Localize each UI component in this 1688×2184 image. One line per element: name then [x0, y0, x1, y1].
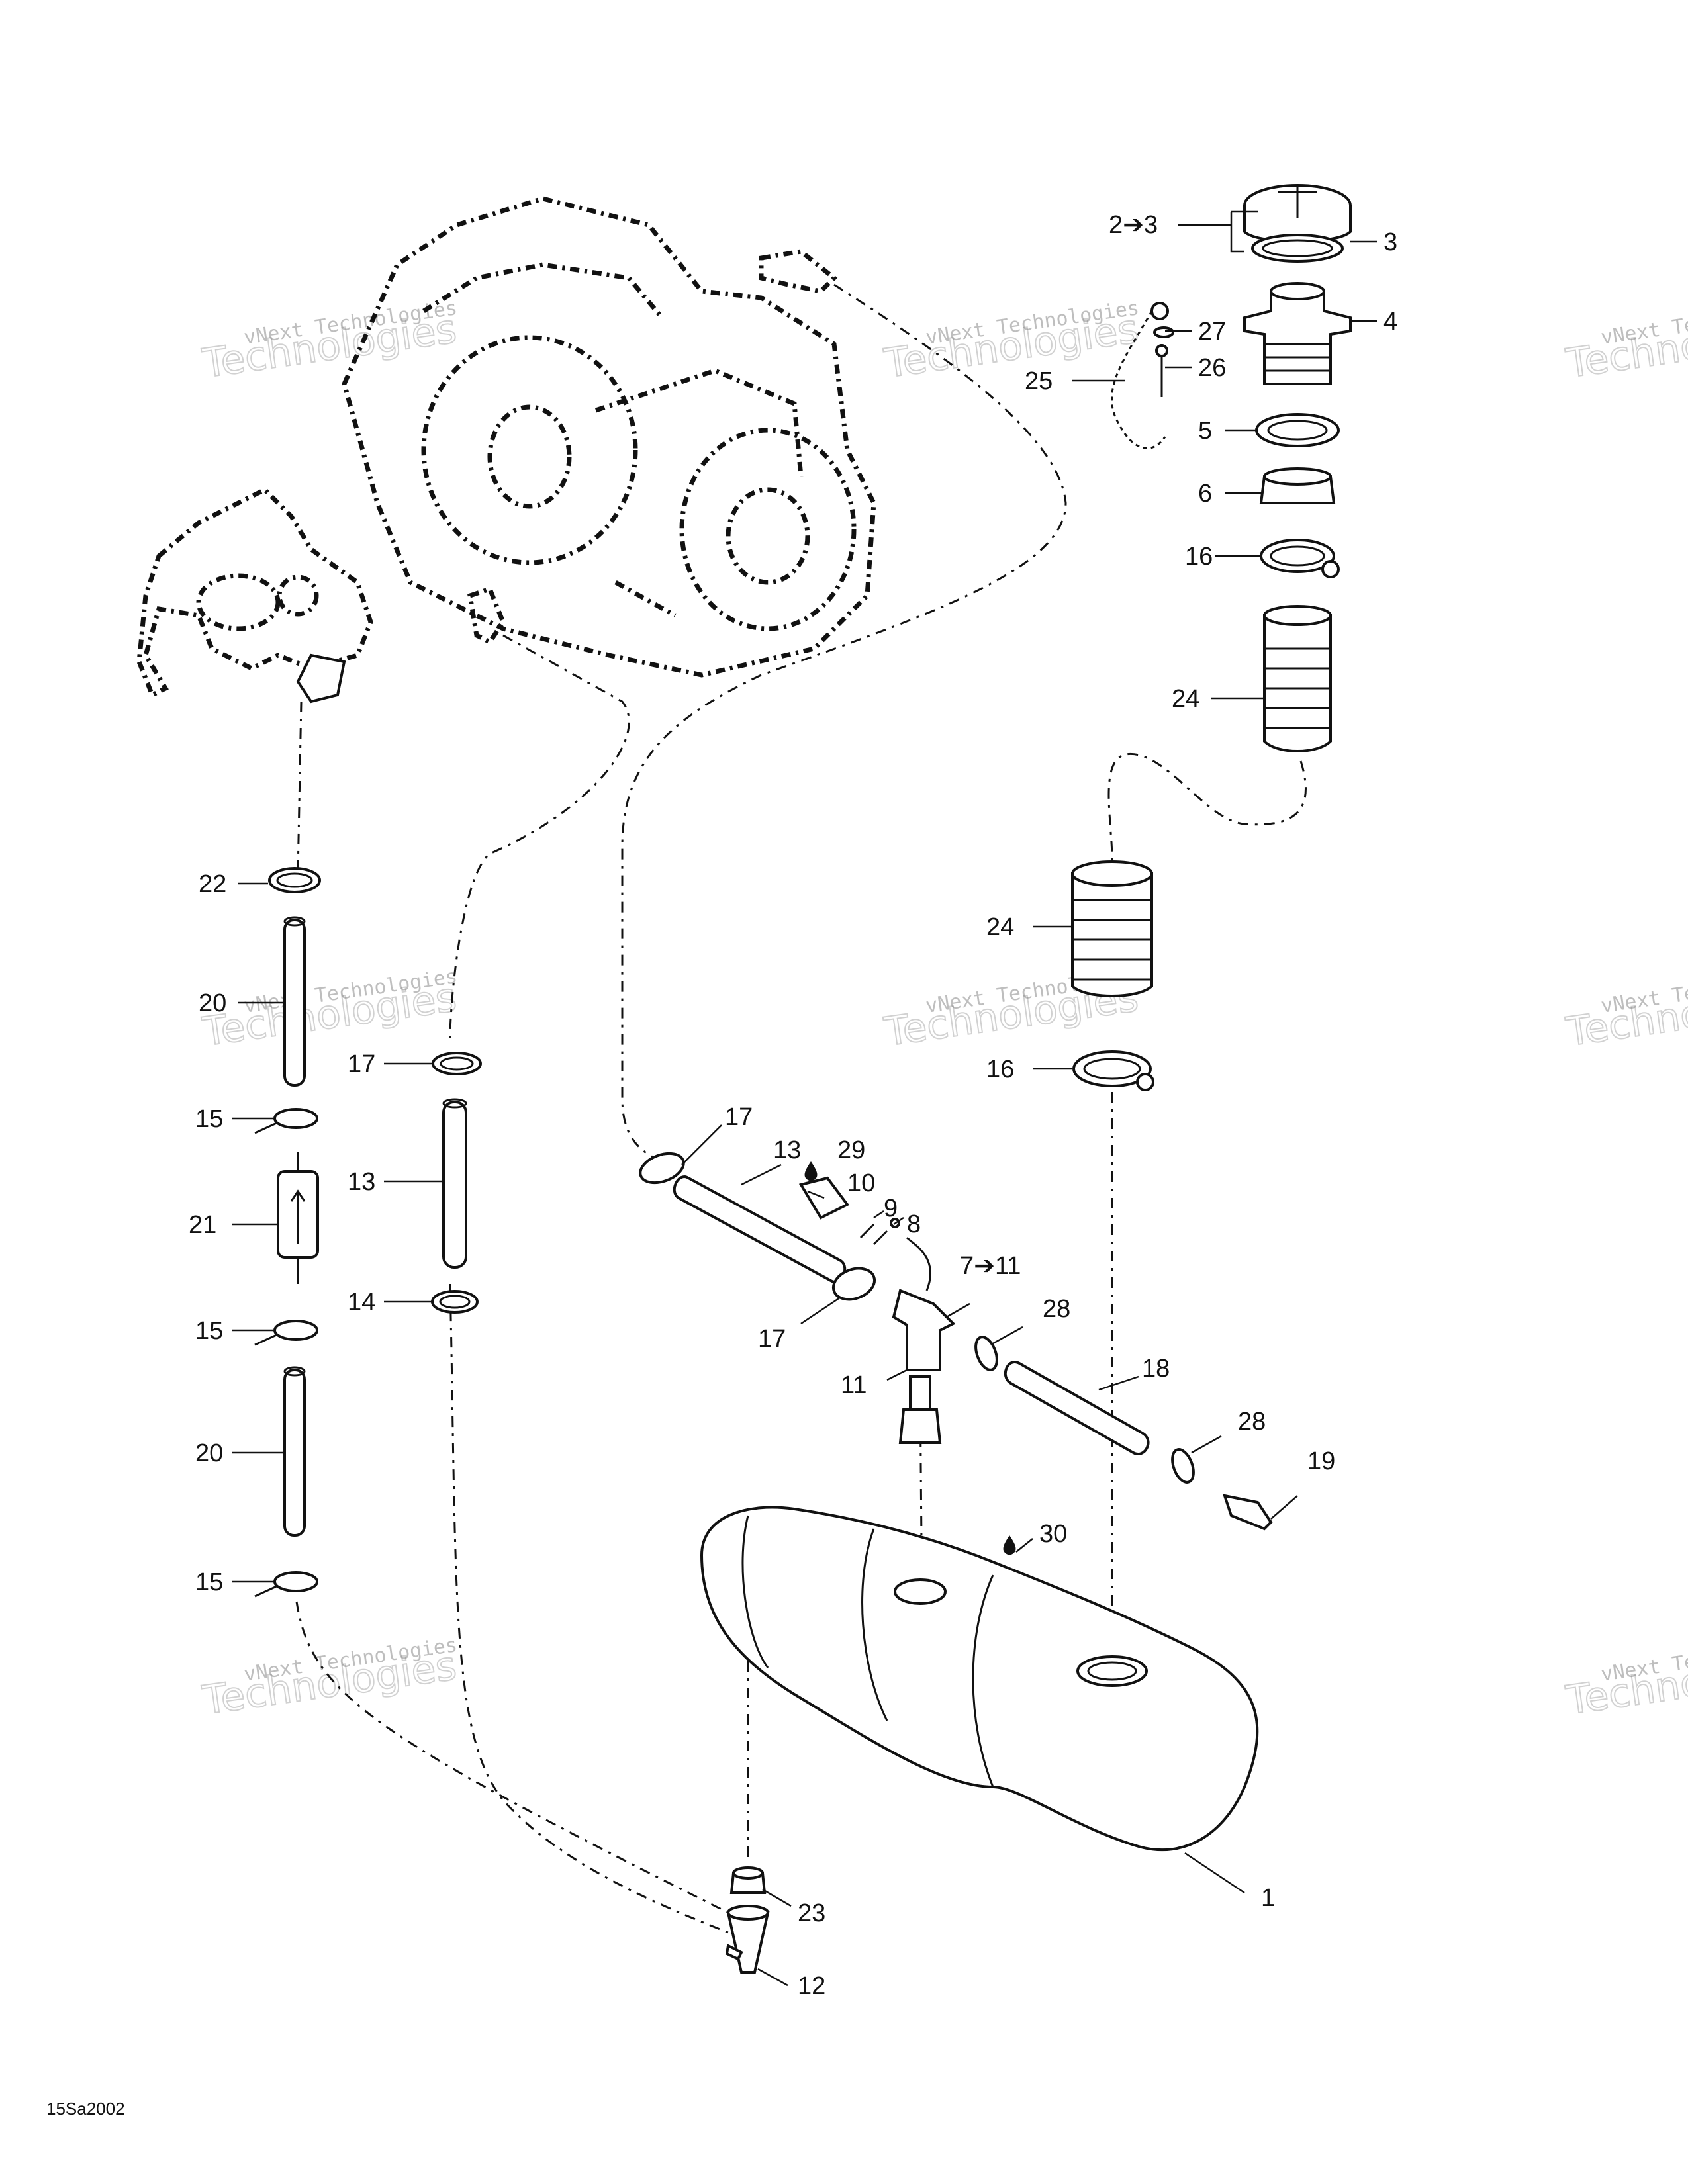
- hose-20-bottom: [283, 1366, 306, 1537]
- callout-18: 18: [1142, 1355, 1170, 1383]
- callouts: 2➔3 3 4 5 6 16 24 24 16 25 27 26 22 20 1…: [189, 211, 1397, 2000]
- gasket: [1255, 413, 1340, 447]
- callout-15-top: 15: [195, 1105, 223, 1133]
- callout-24-top: 24: [1172, 685, 1199, 713]
- watermark: Technologies vNext Technologies: [1562, 1633, 1688, 1725]
- hose-18: [1004, 1361, 1150, 1455]
- callout-7-11: 7➔11: [960, 1252, 1021, 1280]
- callout-21: 21: [189, 1211, 216, 1239]
- callout-17-top: 17: [725, 1103, 753, 1131]
- watermark: Technologies vNext Technologies: [1562, 296, 1688, 388]
- callout-19: 19: [1307, 1447, 1335, 1475]
- vent-fitting: [1223, 1494, 1273, 1531]
- tether-chain: [1111, 302, 1174, 449]
- callout-26: 26: [1198, 354, 1226, 382]
- clamp-16-bottom: [1072, 1050, 1154, 1091]
- callout-27: 27: [1198, 318, 1226, 345]
- callout-3: 3: [1383, 228, 1397, 256]
- callout-8: 8: [907, 1210, 921, 1238]
- filler-cap: [1243, 184, 1352, 243]
- grommet-23: [729, 1866, 767, 1894]
- hose-24-bottom: [1071, 860, 1153, 997]
- clamp-17-bottom: [832, 1267, 876, 1301]
- callout-17-bottom: 17: [758, 1325, 786, 1353]
- watermark: Technologies vNext Technologies: [199, 965, 459, 1056]
- callout-10: 10: [847, 1169, 875, 1197]
- routing-lines: [295, 283, 1307, 1934]
- callout-12: 12: [798, 1972, 825, 2000]
- callout-28-bottom: 28: [1238, 1408, 1266, 1435]
- clamp-15-mid: [254, 1320, 318, 1346]
- o-ring: [1251, 234, 1344, 263]
- callout-11: 11: [841, 1371, 867, 1399]
- clamp-16-top: [1260, 539, 1340, 578]
- hose-13-left: [442, 1098, 467, 1269]
- fuel-valve: [892, 1236, 956, 1371]
- watermarks: Technologies vNext Technologies Technolo…: [199, 296, 1688, 1725]
- clamp-15-bottom: [254, 1571, 318, 1598]
- callout-22: 22: [199, 870, 226, 898]
- clamp-22: [268, 867, 321, 893]
- callout-5: 5: [1198, 417, 1212, 445]
- callout-2-3: 2➔3: [1109, 211, 1158, 239]
- callout-15-bottom: 15: [195, 1569, 223, 1596]
- callout-13-right: 13: [773, 1136, 801, 1164]
- watermark: Technologies vNext Technologies: [880, 296, 1141, 388]
- callout-16-top: 16: [1185, 543, 1213, 570]
- diagram-reference-code: 15Sa2002: [46, 2099, 125, 2118]
- clamp-28-bottom: [1171, 1448, 1195, 1484]
- grease-29-icon: [804, 1161, 818, 1181]
- watermark: Technologies vNext Technologies: [199, 1633, 459, 1725]
- engine-phantom: [342, 196, 876, 678]
- hose-20-top: [283, 916, 306, 1087]
- callout-15-mid: 15: [195, 1317, 223, 1345]
- leader-lines: [232, 210, 1377, 1987]
- callout-20-top: 20: [199, 989, 226, 1017]
- callout-25: 25: [1025, 367, 1053, 395]
- callout-1: 1: [1261, 1884, 1275, 1912]
- fuel-filter: [277, 1152, 319, 1284]
- connector-12: [725, 1905, 770, 1974]
- fuel-pump-phantom: [136, 486, 373, 704]
- fuel-tank: [700, 1506, 1259, 1852]
- clamp-28-top: [974, 1336, 998, 1371]
- watermark: Technologies vNext Technologies: [199, 296, 459, 388]
- callout-29: 29: [837, 1136, 865, 1164]
- callout-20-bottom: 20: [195, 1439, 223, 1467]
- callout-14: 14: [348, 1289, 375, 1316]
- callout-17-left: 17: [348, 1050, 375, 1078]
- pickup-tube: [898, 1375, 942, 1444]
- hose-13-right: [673, 1175, 847, 1283]
- callout-13-left: 13: [348, 1168, 375, 1196]
- clamp-14: [431, 1290, 479, 1314]
- clamp-17-left: [432, 1052, 482, 1075]
- screws: [859, 1218, 900, 1246]
- hose-24-top: [1263, 605, 1332, 752]
- grease-30-icon: [1003, 1535, 1016, 1555]
- callout-30: 30: [1039, 1520, 1067, 1548]
- filler-neck: [1243, 282, 1352, 385]
- engine-fittings: [467, 249, 838, 645]
- callout-9: 9: [884, 1195, 898, 1222]
- nut: [1259, 467, 1336, 504]
- clamp-17-top: [639, 1152, 685, 1185]
- callout-4: 4: [1383, 308, 1397, 336]
- callout-16-bottom: 16: [986, 1056, 1014, 1083]
- watermark: Technologies vNext Technologies: [1562, 965, 1688, 1056]
- callout-6: 6: [1198, 480, 1212, 508]
- clamp-15-top: [254, 1108, 318, 1134]
- callout-28-top: 28: [1043, 1295, 1070, 1323]
- callout-23: 23: [798, 1899, 825, 1927]
- callout-24-bottom: 24: [986, 913, 1014, 941]
